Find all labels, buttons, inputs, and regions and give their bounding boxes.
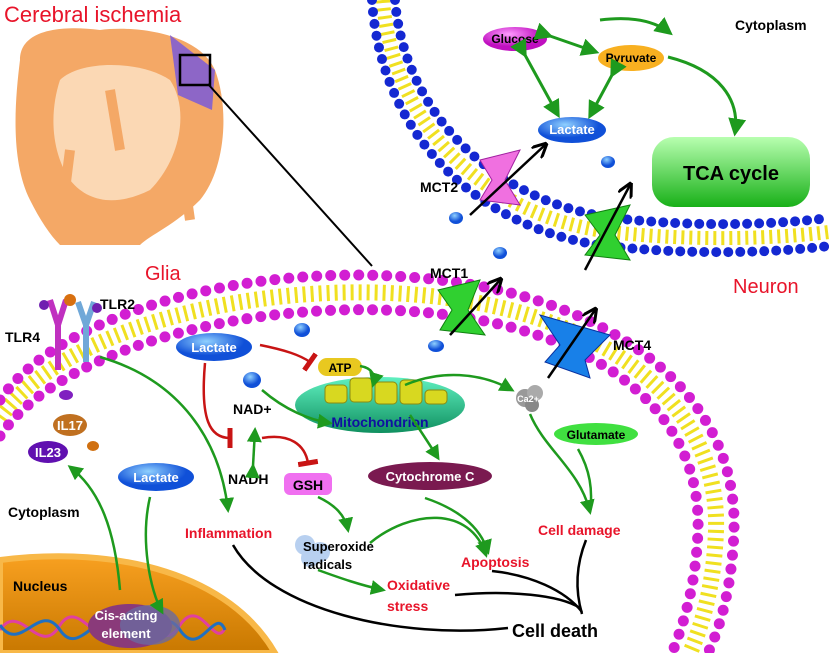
radicals-label: radicals <box>303 557 352 572</box>
neuron-label: Neuron <box>733 276 799 298</box>
cytochrome-label: Cytochrome C <box>386 469 475 484</box>
zoom-line <box>207 83 373 267</box>
inflammation-label: Inflammation <box>185 525 272 541</box>
mct4-transporter <box>538 310 611 379</box>
il23-node <box>28 441 68 463</box>
mitochondrion <box>295 377 465 433</box>
cell-damage-label: Cell damage <box>538 522 621 538</box>
brain-illustration <box>15 28 373 267</box>
tlr2-label: TLR2 <box>100 296 135 312</box>
cytokine-dot <box>59 390 73 400</box>
glia-label: Glia <box>145 263 181 285</box>
nadh-label: NADH <box>228 471 268 487</box>
atp-node <box>318 358 362 376</box>
mct1-transporter <box>437 280 500 336</box>
lactate-top-label: Lactate <box>191 340 237 355</box>
il23-label: IL23 <box>35 445 61 460</box>
glutamate-node <box>554 423 638 445</box>
neuron-lactate-label: Lactate <box>549 122 595 137</box>
glia-cytoplasm-label: Cytoplasm <box>8 504 80 520</box>
atp-label: ATP <box>328 361 351 375</box>
mitochondrion-label: Mitochondrion <box>331 414 428 430</box>
glucose-label: Glucose <box>491 32 539 46</box>
nucleus <box>0 553 279 653</box>
tca-cycle-node <box>652 137 810 207</box>
neuron-arrows <box>510 16 747 137</box>
neuron-cytoplasm-label: Cytoplasm <box>735 17 807 33</box>
tlr-receptors <box>39 294 102 370</box>
mct2-label: MCT2 <box>420 179 458 195</box>
mct4-label: MCT4 <box>613 337 651 353</box>
tlr4-label: TLR4 <box>5 329 40 345</box>
calcium-ion <box>516 385 543 412</box>
neuron-transporter <box>583 185 630 271</box>
neuron-lactate-node <box>538 117 606 143</box>
element-label: element <box>101 626 151 641</box>
il17-node <box>53 414 87 436</box>
oxidative-label: Oxidative <box>387 577 450 593</box>
inhibition-lines <box>202 343 319 468</box>
apoptosis-label: Apoptosis <box>461 554 530 570</box>
stress-label: stress <box>387 598 428 614</box>
title: Cerebral ischemia <box>4 2 182 27</box>
zoom-box <box>178 53 212 87</box>
gsh-label: GSH <box>293 477 323 493</box>
nad-label: NAD+ <box>233 401 272 417</box>
superoxide-cloud <box>295 535 330 567</box>
mct2-transporter <box>469 145 545 216</box>
lactate-mid-label: Lactate <box>133 470 179 485</box>
cell-death-lines <box>231 539 588 632</box>
cis-acting-label: Cis-acting <box>95 608 158 623</box>
lactate-mid-node <box>118 463 194 491</box>
activation-arrows <box>67 355 595 615</box>
cytochrome-node <box>368 462 492 490</box>
nucleus-label: Nucleus <box>13 578 68 594</box>
calcium-label: Ca2+ <box>517 394 539 404</box>
superoxide-label: Superoxide <box>303 539 374 554</box>
cytokine-dot <box>87 441 99 451</box>
il17-label: IL17 <box>57 418 83 433</box>
gsh-node <box>284 473 332 495</box>
cell-death-label: Cell death <box>512 621 598 641</box>
tca-cycle-label: TCA cycle <box>683 163 779 185</box>
glia-membrane <box>0 269 740 653</box>
glutamate-label: Glutamate <box>567 428 626 442</box>
neuron-membrane <box>367 0 829 258</box>
pyruvate-label: Pyruvate <box>606 51 657 65</box>
lactate-molecules <box>243 156 615 388</box>
lactate-top-node <box>176 333 252 361</box>
mct1-label: MCT1 <box>430 265 468 281</box>
